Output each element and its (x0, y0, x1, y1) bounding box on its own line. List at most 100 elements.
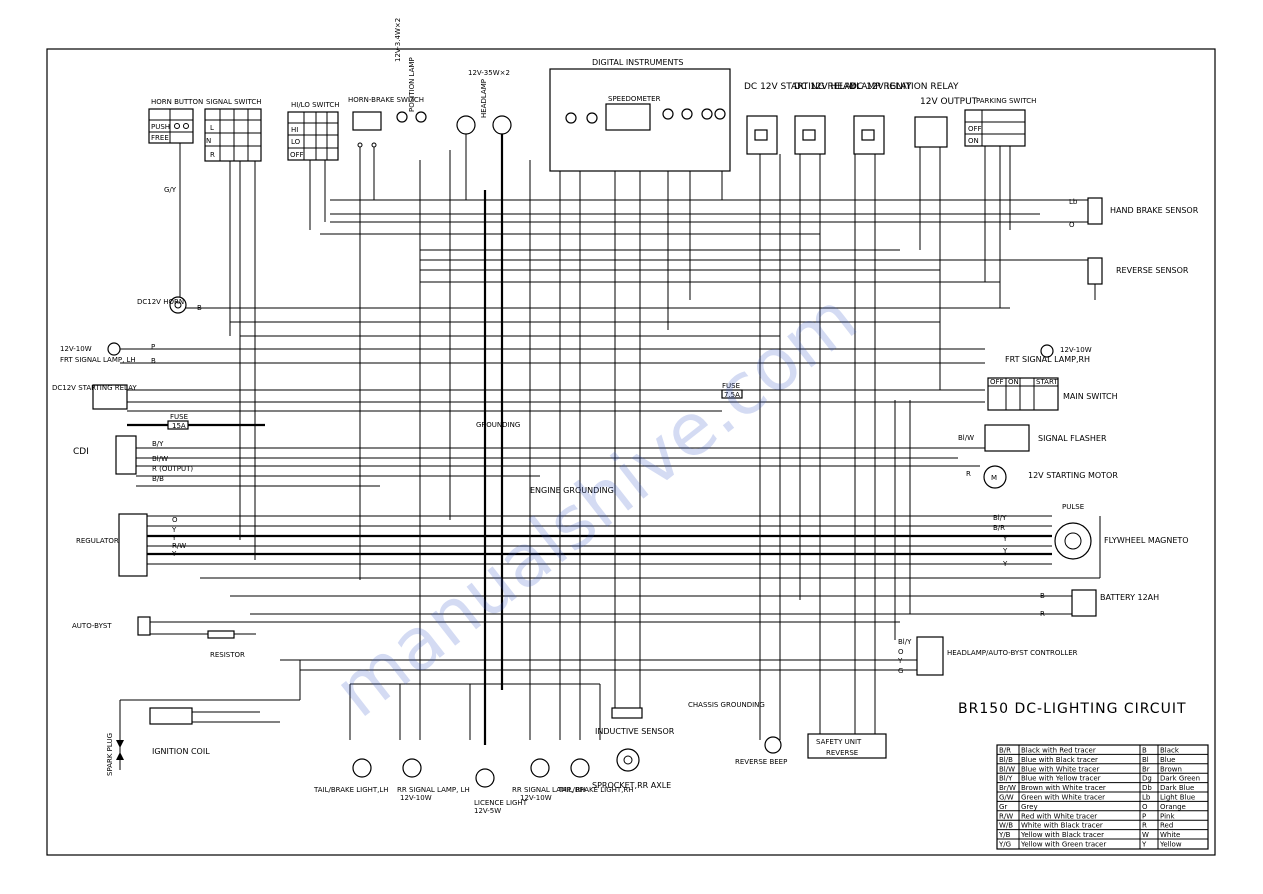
legend-code-2: W (1142, 831, 1149, 839)
engine-grounding: ENGINE GROUNDING (530, 486, 614, 495)
flasher-wire-1: Bl/W (958, 434, 974, 442)
horn-button-label: HORN BUTTON (151, 98, 203, 106)
rr-rh-label: RR SIGNAL LAMP, RH (512, 786, 586, 794)
tail-lh-label: TAIL/BRAKE LIGHT,LH (313, 786, 389, 794)
rr-lh-label: RR SIGNAL LAMP, LH (397, 786, 470, 794)
cdi-wire-4: B/B (152, 475, 164, 483)
engine-grounding-label: ENGINE GROUNDING (530, 486, 614, 495)
headlamp-rating: 12V-35W×2 (468, 69, 510, 77)
legend-code: Bl/W (999, 765, 1015, 773)
frt-lh-wire-1: P (151, 343, 155, 351)
ms-off: OFF (990, 378, 1004, 386)
hilo-label: HI/LO SWITCH (291, 101, 340, 109)
ctrl-wire-4: G (898, 667, 903, 675)
position-lamp-rating: 12V-3.4W×2 (394, 18, 402, 62)
horn-button: HORN BUTTON PUSH FREE (148, 98, 203, 144)
legend-code-2: Br (1142, 765, 1150, 773)
spark-plug: SPARK PLUG (106, 720, 124, 776)
legend-code: G/W (999, 794, 1014, 802)
signal-flasher-label: SIGNAL FLASHER (1038, 434, 1107, 443)
licence-label: LICENCE LIGHT (474, 799, 528, 807)
legend-desc-2: Orange (1160, 803, 1186, 811)
signal-switch-label: SIGNAL SWITCH (206, 98, 262, 106)
signal-flasher: SIGNAL FLASHER Bl/W (958, 424, 1107, 452)
fuse1-label: FUSE (170, 413, 188, 421)
safety-unit: SAFETY UNIT REVERSE (807, 733, 887, 759)
reg-wire-2: Y (171, 526, 177, 534)
legend-code-2: B (1142, 747, 1147, 755)
chassis-grounding: CHASSIS GROUNDING (688, 701, 765, 709)
frt-lh-rating: 12V-10W (60, 345, 92, 353)
speedometer-label: SPEEDOMETER (608, 95, 661, 103)
pulse-label: PULSE (1062, 503, 1084, 511)
fuse1-rating: 15A (172, 422, 186, 430)
inductive-sensor-label: INDUCTIVE SENSOR (595, 727, 675, 736)
legend-code-2: R (1142, 822, 1147, 830)
fuse2-label: FUSE (722, 382, 740, 390)
hand-brake-sensor: HAND BRAKE SENSOR Lb O (1069, 197, 1199, 229)
legend-desc: Red with White tracer (1021, 812, 1097, 820)
legend-desc-2: Light Blue (1160, 794, 1195, 802)
legend-desc: Green with White tracer (1021, 794, 1105, 802)
legend-code: Y/G (998, 841, 1011, 849)
legend-code-2: O (1142, 803, 1148, 811)
chassis-grounding-label: CHASSIS GROUNDING (688, 701, 765, 709)
legend-desc: Blue with Black tracer (1021, 756, 1098, 764)
cdi-wire-3: R (OUTPUT) (152, 465, 193, 473)
parking-off: OFF (968, 125, 982, 133)
frt-signal-rh: 12V-10W FRT SIGNAL LAMP,RH (1005, 344, 1092, 364)
main-switch: OFF ON START MAIN SWITCH (987, 377, 1118, 411)
headlamp-controller: HEADLAMP/AUTO-BYST CONTROLLER Bl/Y O Y G (897, 636, 1078, 676)
starting-relay: DC 12V STARTING RELAY (744, 82, 856, 155)
cdi: CDI B/Y Bl/W R (OUTPUT) B/B (73, 435, 193, 483)
legend-desc: White with Black tracer (1021, 822, 1103, 830)
legend-desc: Brown with White tracer (1021, 784, 1106, 792)
hbswitch-label: HORN-BRAKE SWITCH (348, 96, 424, 104)
legend-code: W/B (999, 822, 1013, 830)
regulator-label: REGULATOR (76, 537, 119, 545)
flywheel-label: FLYWHEEL MAGNETO (1104, 536, 1189, 545)
frt-lh-wire-2: B (151, 357, 156, 365)
legend-desc-2: Brown (1160, 765, 1182, 773)
mag-wire-1: Bl/Y (993, 514, 1007, 522)
parking-on: ON (968, 137, 979, 145)
controller-label: HEADLAMP/AUTO-BYST CONTROLLER (947, 649, 1078, 657)
hbs-wire-2: O (1069, 221, 1075, 229)
horn-push-label: PUSH (151, 123, 170, 131)
legend-code: Bl/B (999, 756, 1013, 764)
digital-instruments-label: DIGITAL INSTRUMENTS (592, 58, 683, 67)
legend-code: R/W (999, 812, 1013, 820)
starting-motor: M 12V STARTING MOTOR R (966, 465, 1118, 489)
battery-label: BATTERY 12AH (1100, 593, 1159, 602)
legend-desc-2: Dark Blue (1160, 784, 1194, 792)
headlamp-relay-label: DC 12V HEADLAMP RELAY (794, 82, 912, 92)
reverse-beep: REVERSE BEEP (735, 736, 787, 766)
ignition-coil: IGNITION COIL (149, 707, 210, 756)
position-lamp: POSITION LAMP 12V-3.4W×2 (394, 18, 427, 123)
frt-rh-label: FRT SIGNAL LAMP,RH (1005, 355, 1090, 364)
parking-switch-label: PARKING SWITCH (976, 97, 1036, 105)
ms-start: START (1036, 378, 1058, 386)
mag-wire-4: Y (1002, 547, 1008, 555)
ignition-coil-label: IGNITION COIL (152, 747, 210, 756)
ctrl-wire-3: Y (897, 657, 903, 665)
legend-code-2: Y (1141, 841, 1147, 849)
cdi-wire-1: B/Y (152, 440, 164, 448)
diagram-border (46, 48, 1216, 856)
headlamp-label: HEADLAMP (480, 79, 488, 118)
legend-desc-2: Yellow (1159, 841, 1182, 849)
signal-r: R (210, 151, 215, 159)
legend-code: Br/W (999, 784, 1016, 792)
mag-wire-3: Y (1002, 535, 1008, 543)
safety-unit-label: SAFETY UNIT (816, 738, 862, 746)
horn-wire-left: G/Y (164, 186, 177, 194)
auto-bystr-label: AUTO-BYST (72, 622, 112, 630)
hilo-hi: HI (291, 126, 298, 134)
safety-unit-sub: REVERSE (826, 749, 858, 757)
legend-code: Y/B (998, 831, 1011, 839)
ms-on: ON (1008, 378, 1019, 386)
legend-desc-2: White (1160, 831, 1180, 839)
position-lamp-label: POSITION LAMP (408, 57, 416, 112)
legend-desc: Grey (1021, 803, 1038, 811)
